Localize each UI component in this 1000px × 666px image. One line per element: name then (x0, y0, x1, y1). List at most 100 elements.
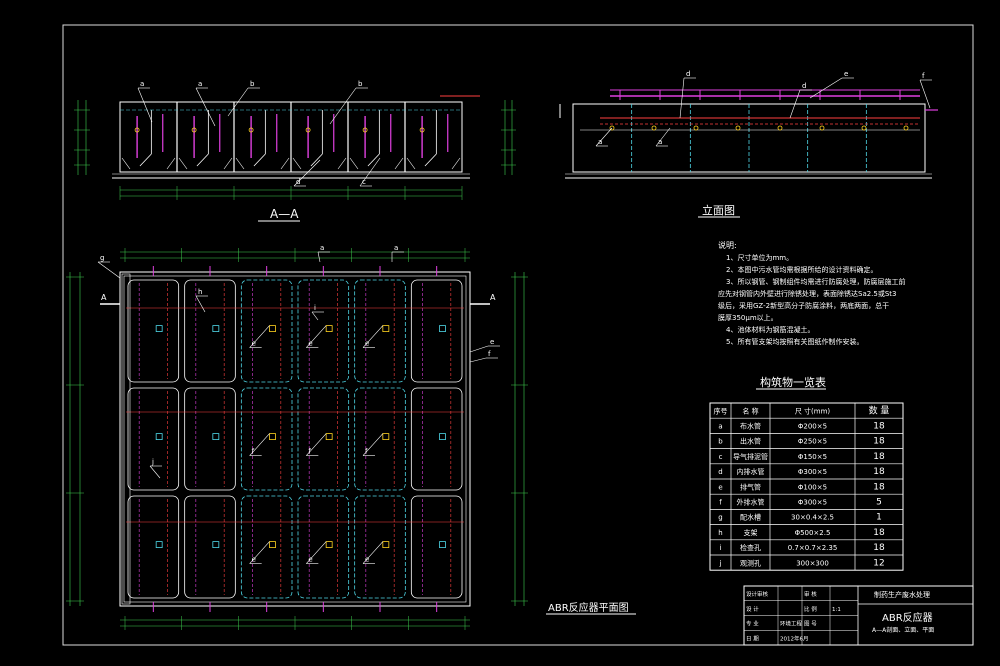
table-row-cell: 30×0.4×2.5 (791, 514, 834, 522)
table-row-cell: Φ250×5 (798, 438, 827, 446)
elevation-tag-f: f (922, 72, 925, 80)
section-tag-d: d (296, 178, 300, 186)
outer-frame (62, 24, 974, 646)
table-header-cell: 数 量 (869, 404, 890, 416)
material-table: 构筑物一览表 序号 名 称 尺 寸(mm) 数 量 a 布水管 Φ200×5 18 b 出水管 Φ2… (709, 375, 904, 571)
section-tag-b: b (358, 80, 363, 88)
elevation-title: 立面图 (702, 203, 735, 217)
title-block-label: 审 核 (804, 590, 817, 598)
plan-side-tag-h: h (198, 288, 202, 296)
note-line: 应先对钢管内外壁进行除锈处理，表面除锈达Sa2.5或St3 (718, 289, 897, 298)
table-row-cell: 配水槽 (740, 513, 761, 522)
table-row-cell: Φ150×5 (798, 453, 827, 461)
title-block-label: 图 号 (804, 620, 817, 628)
elevation-tag-a: a (658, 138, 662, 146)
title-block-label: 设计审核 (746, 590, 769, 598)
table-row-cell: 外排水管 (737, 498, 765, 507)
plan-cell-tag-e: e (365, 340, 369, 348)
table-row-cell: Φ300×5 (798, 499, 827, 507)
table-row-cell: 18 (873, 437, 885, 447)
title-block-value: 2012年6月 (780, 634, 809, 642)
table-row-cell: 18 (873, 528, 885, 538)
note-line: 级后，采用GZ-2新型高分子防腐涂料，两底两面，总干 (718, 301, 889, 310)
table-row-cell: Φ200×5 (798, 423, 827, 431)
table-row-cell: 检查孔 (740, 543, 761, 552)
table-row-cell: e (718, 483, 722, 491)
plan-side-tag-j: j (151, 458, 154, 466)
section-mark-left: A (101, 293, 107, 302)
plan-cell-tag-e: e (252, 340, 256, 348)
table-row-cell: 18 (873, 422, 885, 432)
elevation-tag-a: a (598, 138, 602, 146)
table-row-cell: 18 (873, 467, 885, 477)
section-tag-c: c (362, 178, 366, 186)
note-line: 5、所有管支架均按照有关图纸作制作安装。 (726, 337, 863, 346)
title-block-label: 设 计 (746, 605, 759, 613)
plan-cell-tag-f: f (252, 448, 255, 456)
plan-side-tag-g: g (100, 254, 104, 262)
table-row-cell: 出水管 (740, 437, 761, 446)
table-row-cell: 排气管 (740, 482, 761, 491)
table-row-cell: 18 (873, 543, 885, 553)
elevation-tag-e: e (844, 70, 848, 78)
plan-cell-tag-e: e (308, 340, 312, 348)
plan-title: ABR反应器平面图 (548, 601, 629, 614)
table-row-cell: 12 (873, 558, 884, 568)
table-row-cell: h (718, 529, 722, 537)
table-row-cell: 布水管 (740, 422, 761, 431)
section-title: A—A (270, 207, 299, 221)
table-row-cell: i (720, 544, 722, 552)
elevation-tag-d: d (686, 70, 690, 78)
title-block-label: 日 期 (746, 635, 759, 642)
plan-side-tag-f: f (488, 350, 491, 358)
drawing-subtitle: A—A剖面、立面、平面 (872, 626, 934, 634)
plan-side-tag-e: e (490, 338, 494, 346)
title-block-value: 环境工程 (780, 620, 803, 628)
plan-side-tag-a: a (320, 244, 324, 252)
note-line: 膜厚350μm以上。 (718, 313, 778, 322)
section-tag-a: a (140, 80, 144, 88)
table-row-cell: g (718, 514, 722, 522)
notes-heading: 说明: (718, 240, 737, 250)
elevation-tag-d: d (802, 82, 806, 90)
table-header-cell: 序号 (714, 406, 728, 415)
plan-cell-tag-e: e (252, 556, 256, 564)
table-title: 构筑物一览表 (760, 375, 826, 389)
table-row-cell: 1 (876, 513, 882, 523)
section-tag-b: b (250, 80, 255, 88)
note-line: 1、尺寸单位为mm。 (726, 253, 793, 262)
table-row-cell: Φ100×5 (798, 483, 827, 491)
plan-side-tag-a: a (394, 244, 398, 252)
plan-cell-tag-f: f (308, 448, 311, 456)
plan-cell-tag-e: e (365, 556, 369, 564)
design-notes: 说明: 1、尺寸单位为mm。 2、本图中污水管均需根据所给的设计资料确定。 3、所以… (718, 240, 905, 346)
note-line: 3、所以钢管、钢制组件均需进行防腐处理，防腐层施工前 (726, 277, 905, 286)
table-row-cell: b (718, 438, 723, 446)
table-row-cell: 18 (873, 482, 885, 492)
table-row-cell: 内排水管 (737, 467, 765, 476)
table-row-cell: Φ300×5 (798, 468, 827, 476)
table-header-cell: 尺 寸(mm) (795, 406, 831, 415)
plan-side-tag-i: i (314, 304, 316, 312)
table-row-cell: 观测孔 (740, 559, 761, 567)
table-row-cell: Φ500×2.5 (795, 529, 831, 537)
project-name: 制药生产废水处理 (874, 590, 930, 599)
note-line: 2、本图中污水管均需根据所给的设计资料确定。 (726, 265, 877, 274)
table-row-cell: a (718, 423, 722, 431)
elevation-view: 立面图 d e d f a a (559, 70, 938, 218)
table-row-cell: 支架 (744, 528, 758, 537)
table-row-cell: c (719, 453, 723, 461)
table-row-cell: d (718, 468, 722, 476)
title-block-label: 专 业 (746, 620, 759, 628)
section-tag-a: a (198, 80, 202, 88)
plan-cell-tag-f: f (365, 448, 368, 456)
title-block-label: 比 例 (804, 605, 817, 613)
table-row-cell: 300×300 (796, 559, 829, 567)
table-row-cell: j (719, 559, 722, 567)
section-mark-right: A (490, 293, 496, 302)
table-row-cell: 5 (876, 498, 882, 508)
table-header-cell: 名 称 (742, 406, 758, 415)
table-row-cell: 18 (873, 452, 885, 462)
